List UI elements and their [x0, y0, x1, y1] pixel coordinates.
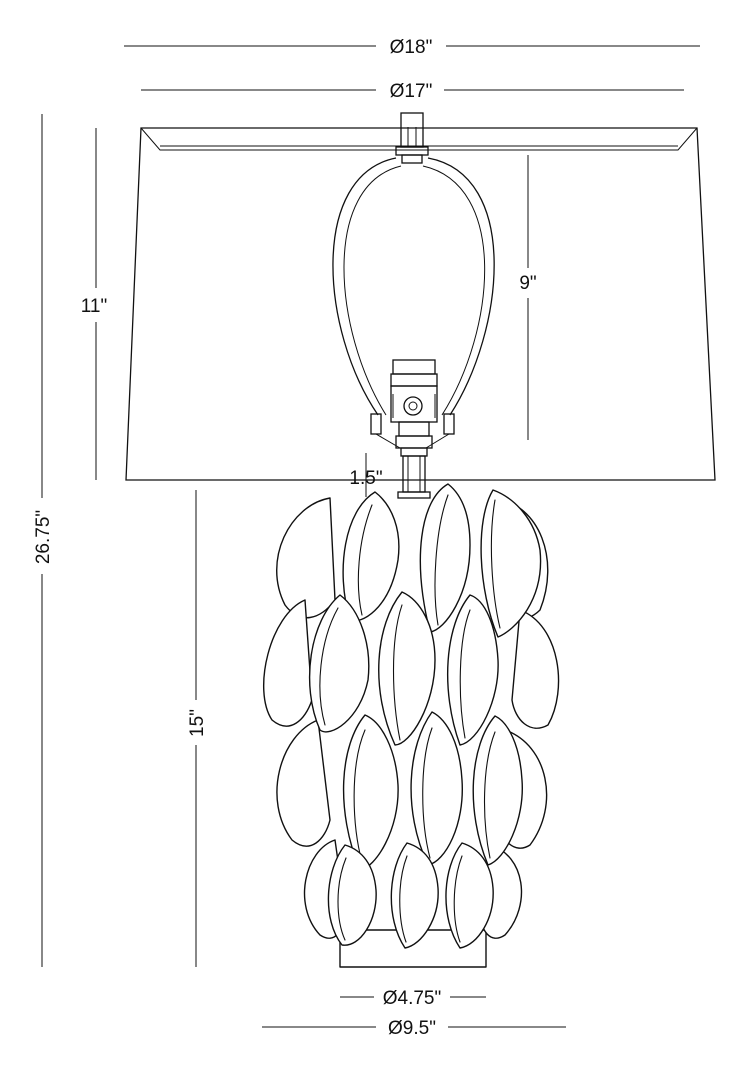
dimension-base-foot: Ø4.75": [340, 988, 486, 1009]
label-base-body-diameter: Ø9.5": [388, 1018, 436, 1039]
lamp-neck: [397, 447, 431, 499]
dimension-base-height: 15": [187, 490, 208, 967]
label-base-height: 15": [187, 709, 208, 737]
finial: [395, 112, 429, 164]
lamp-base: [263, 483, 560, 968]
label-neck-height: 1.5": [349, 468, 382, 489]
dimension-overall-height: 26.75": [33, 114, 54, 967]
dimension-harp-height: 9": [519, 155, 537, 440]
dimension-shade-bottom: Ø17": [141, 81, 684, 102]
harp: [332, 157, 495, 449]
socket: [390, 359, 438, 449]
label-harp-height: 9": [519, 273, 536, 294]
label-overall-height: 26.75": [33, 510, 54, 564]
dimension-shade-height: 11": [81, 128, 107, 480]
label-shade-height: 11": [81, 296, 107, 317]
label-shade-top-diameter: Ø18": [390, 37, 433, 58]
label-base-foot-diameter: Ø4.75": [383, 988, 442, 1009]
lamp-shade: [125, 127, 716, 481]
dimension-shade-top: Ø18": [124, 37, 700, 58]
dimension-base-body: Ø9.5": [262, 1018, 566, 1039]
label-shade-bottom-diameter: Ø17": [390, 81, 433, 102]
dimension-neck-height: 1.5": [349, 453, 383, 497]
